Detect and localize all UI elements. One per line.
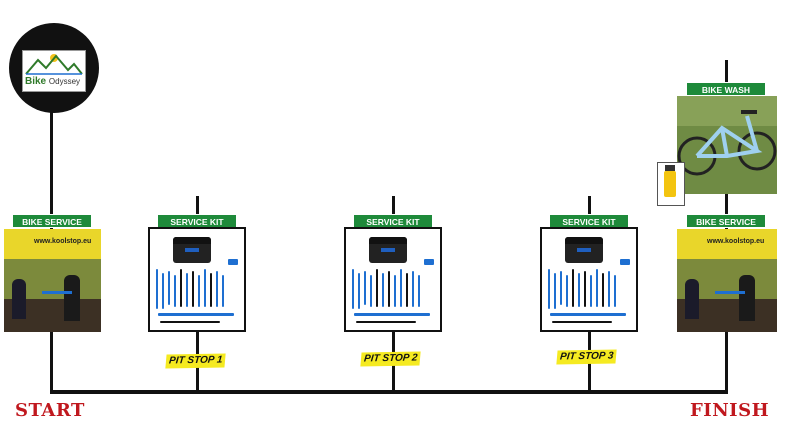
logo-suffix: Odyssey (48, 77, 81, 86)
connector-pit3-top (588, 196, 591, 214)
logo-badge: Bike Odyssey (9, 23, 99, 113)
toolbox-icon (369, 237, 407, 263)
service-kit-card-1 (148, 227, 246, 332)
connector-pit1-top (196, 196, 199, 214)
label-service-kit-2: SERVICE KIT (353, 214, 433, 228)
bike-service-photo-start: www.koolstop.eu (4, 229, 101, 332)
bike-service-photo-finish: www.koolstop.eu (677, 229, 777, 332)
bike-wash-photo (677, 96, 777, 194)
mountain-icon (25, 54, 83, 75)
pit-stop-1: PIT STOP 1 (165, 353, 227, 369)
label-bike-service-start: BIKE SERVICE (12, 214, 92, 228)
banner-text-finish: www.koolstop.eu (707, 238, 765, 245)
logo-text: Bike Odyssey (25, 76, 80, 87)
banner-text-start: www.koolstop.eu (34, 238, 92, 245)
label-service-kit-3: SERVICE KIT (549, 214, 629, 228)
service-kit-card-2 (344, 227, 442, 332)
connector-pit2-top (392, 196, 395, 214)
logo-name: Bike (25, 76, 47, 87)
toolbox-icon (173, 237, 211, 263)
pit-stop-3: PIT STOP 3 (556, 349, 618, 365)
pit-stop-2: PIT STOP 2 (360, 351, 422, 367)
label-bike-wash: BIKE WASH (686, 82, 766, 96)
toolbox-icon (565, 237, 603, 263)
service-kit-card-3 (540, 227, 638, 332)
label-service-kit-1: SERVICE KIT (157, 214, 237, 228)
label-bike-service-finish: BIKE SERVICE (686, 214, 766, 228)
bicycle-icon (677, 110, 777, 176)
finish-label: FINISH (690, 400, 770, 421)
start-label: START (15, 400, 85, 421)
pressure-washer-photo (657, 162, 685, 206)
route-line (51, 390, 728, 394)
logo-box: Bike Odyssey (22, 50, 86, 92)
